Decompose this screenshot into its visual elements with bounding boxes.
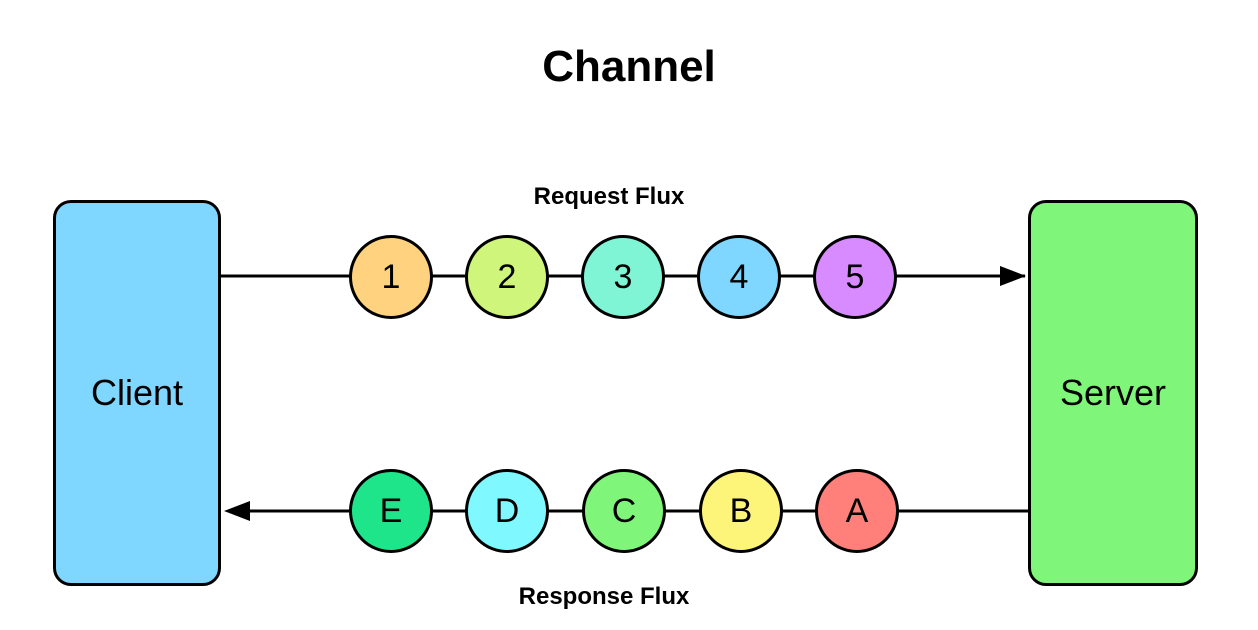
response-node-e: E (349, 469, 433, 553)
response-arrow-head (224, 501, 250, 521)
response-node-b: B (699, 469, 783, 553)
request-arrow-head (1000, 266, 1026, 286)
response-node-label: B (729, 491, 753, 530)
request-node-label: 1 (381, 257, 401, 296)
response-node-a: A (815, 469, 899, 553)
request-node-label: 2 (497, 257, 517, 296)
response-node-label: C (611, 491, 637, 530)
request-node-5: 5 (813, 235, 897, 319)
request-node-3: 3 (581, 235, 665, 319)
response-node-label: D (494, 491, 520, 530)
response-node-c: C (582, 469, 666, 553)
request-node-1: 1 (349, 235, 433, 319)
server-label: Server (1059, 372, 1167, 413)
request-node-label: 4 (729, 257, 749, 296)
client-box: Client (53, 200, 221, 586)
request-node-2: 2 (465, 235, 549, 319)
response-flux-label: Response Flux (518, 583, 690, 610)
response-node-label: E (379, 491, 403, 530)
client-label: Client (90, 372, 184, 413)
response-node-label: A (845, 491, 869, 530)
diagram-title: Channel (542, 42, 716, 91)
response-node-d: D (465, 469, 549, 553)
request-node-label: 3 (613, 257, 633, 296)
request-node-label: 5 (845, 257, 865, 296)
server-box: Server (1028, 200, 1198, 586)
request-node-4: 4 (697, 235, 781, 319)
request-flux-label: Request Flux (533, 183, 685, 210)
